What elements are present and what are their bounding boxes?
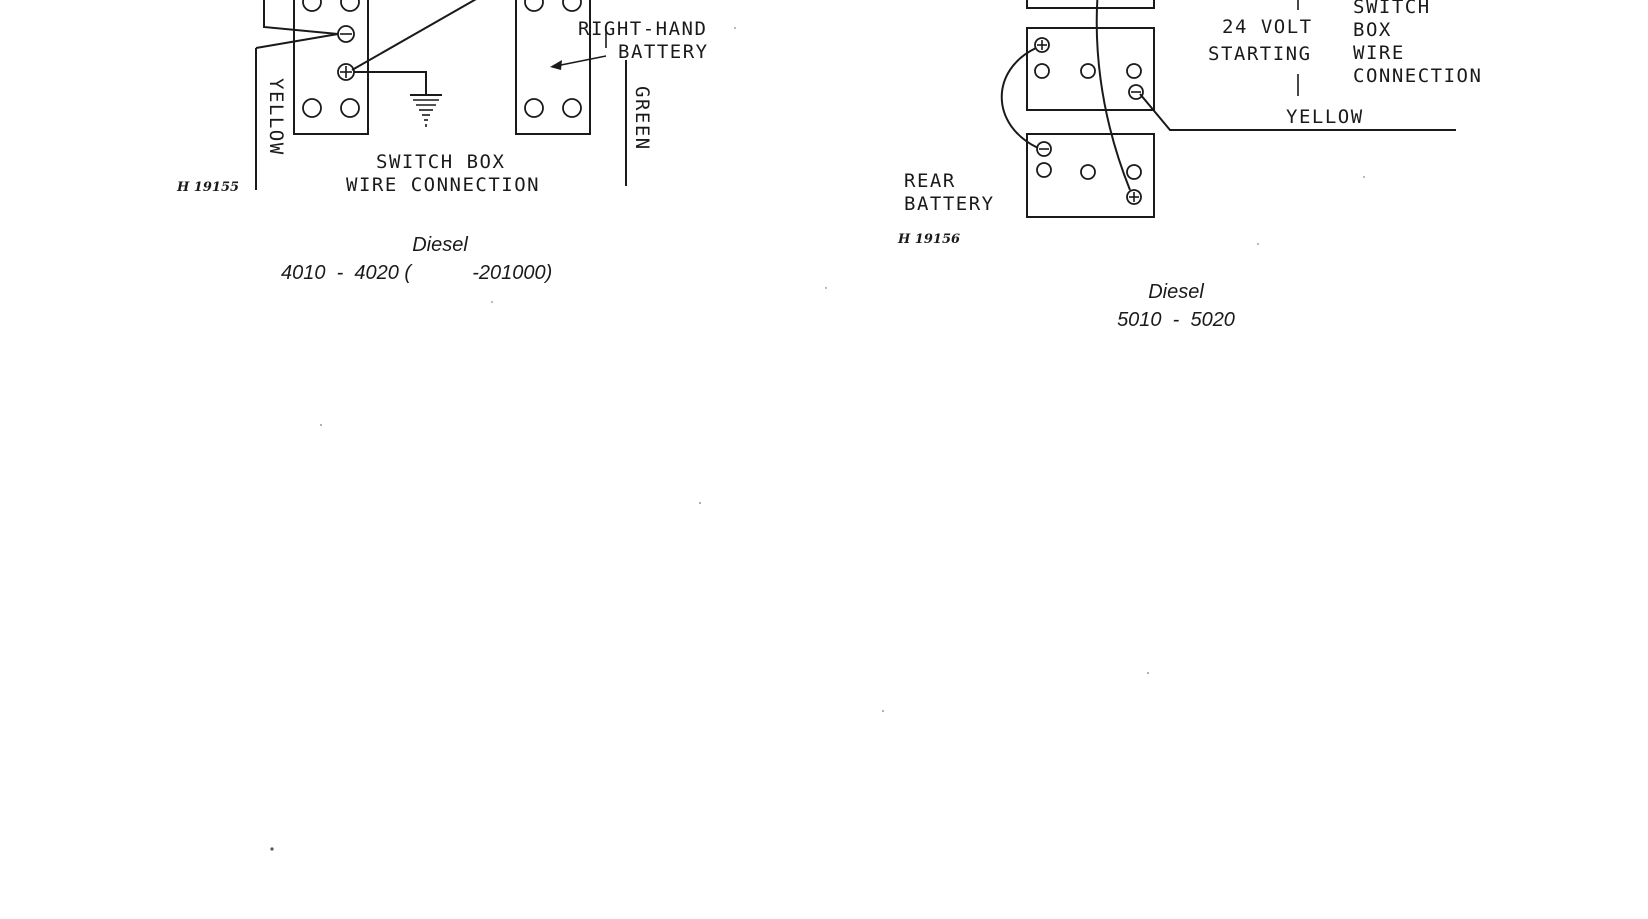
right-wiring-figure: 24 VOLT STARTING SWITCH BOX WIRE CONNECT… [897,0,1482,331]
left-battery-terminal [340,98,360,118]
green-wire-label: GREEN [631,86,653,151]
voltage-label-line1: 24 VOLT [1222,16,1313,38]
rear-battery-label-line2: BATTERY [904,193,995,215]
left-battery-terminal [340,0,360,12]
arrow-head [550,60,562,70]
ground-wire [354,71,427,95]
yellow-wire [1139,93,1456,131]
switch-box-label-line2: BOX [1353,19,1392,41]
right-hand-battery-label-line2: BATTERY [618,41,709,63]
main-cable [1095,0,1131,191]
right-hand-battery-terminal [524,98,544,118]
right-hand-battery-terminal [562,0,582,12]
scan-specks [270,27,1365,851]
label-arrow [555,55,607,67]
figure-caption-models: 4010 - 4020 ( -201000) [281,262,552,284]
battery-link-cable [351,0,477,71]
switch-box-label-line2: WIRE CONNECTION [346,174,540,196]
middle-battery-terminal [1034,63,1050,79]
middle-battery-terminal [1126,63,1142,79]
figure-caption-title: Diesel [1148,281,1204,303]
rear-battery-terminal [1126,164,1142,180]
figure-caption-title: Diesel [412,234,468,256]
switch-box-label-line4: CONNECTION [1353,65,1482,87]
figure-code: H 19156 [897,232,960,247]
jumper-cable [1000,47,1039,149]
figure-code: H 19155 [176,180,239,195]
yellow-wire [263,0,339,35]
figure-caption-models: 5010 - 5020 [1117,309,1235,331]
left-wiring-figure: RIGHT-HAND BATTERY YELLOW GREEN SWITCH B… [176,0,709,284]
switch-box-label-line1: SWITCH [1353,0,1431,18]
yellow-wire [255,33,339,49]
left-battery-terminal [302,0,322,12]
switch-box-label-line3: WIRE [1353,42,1405,64]
rear-battery-terminal [1080,164,1096,180]
left-battery-terminal [302,98,322,118]
right-hand-battery-terminal [524,0,544,12]
front-battery-body [1026,0,1155,9]
switch-box-label-line1: SWITCH BOX [376,151,505,173]
right-hand-battery-terminal [562,98,582,118]
rear-battery-label-line1: REAR [904,170,956,192]
voltage-label-line2: STARTING [1208,43,1312,65]
yellow-wire-label: YELLOW [1286,106,1364,128]
rear-battery-terminal [1036,162,1052,178]
middle-battery-terminal [1080,63,1096,79]
yellow-wire-label: YELLOW [265,78,287,156]
right-hand-battery-label-line1: RIGHT-HAND [578,18,707,40]
ground-symbol [410,94,442,127]
